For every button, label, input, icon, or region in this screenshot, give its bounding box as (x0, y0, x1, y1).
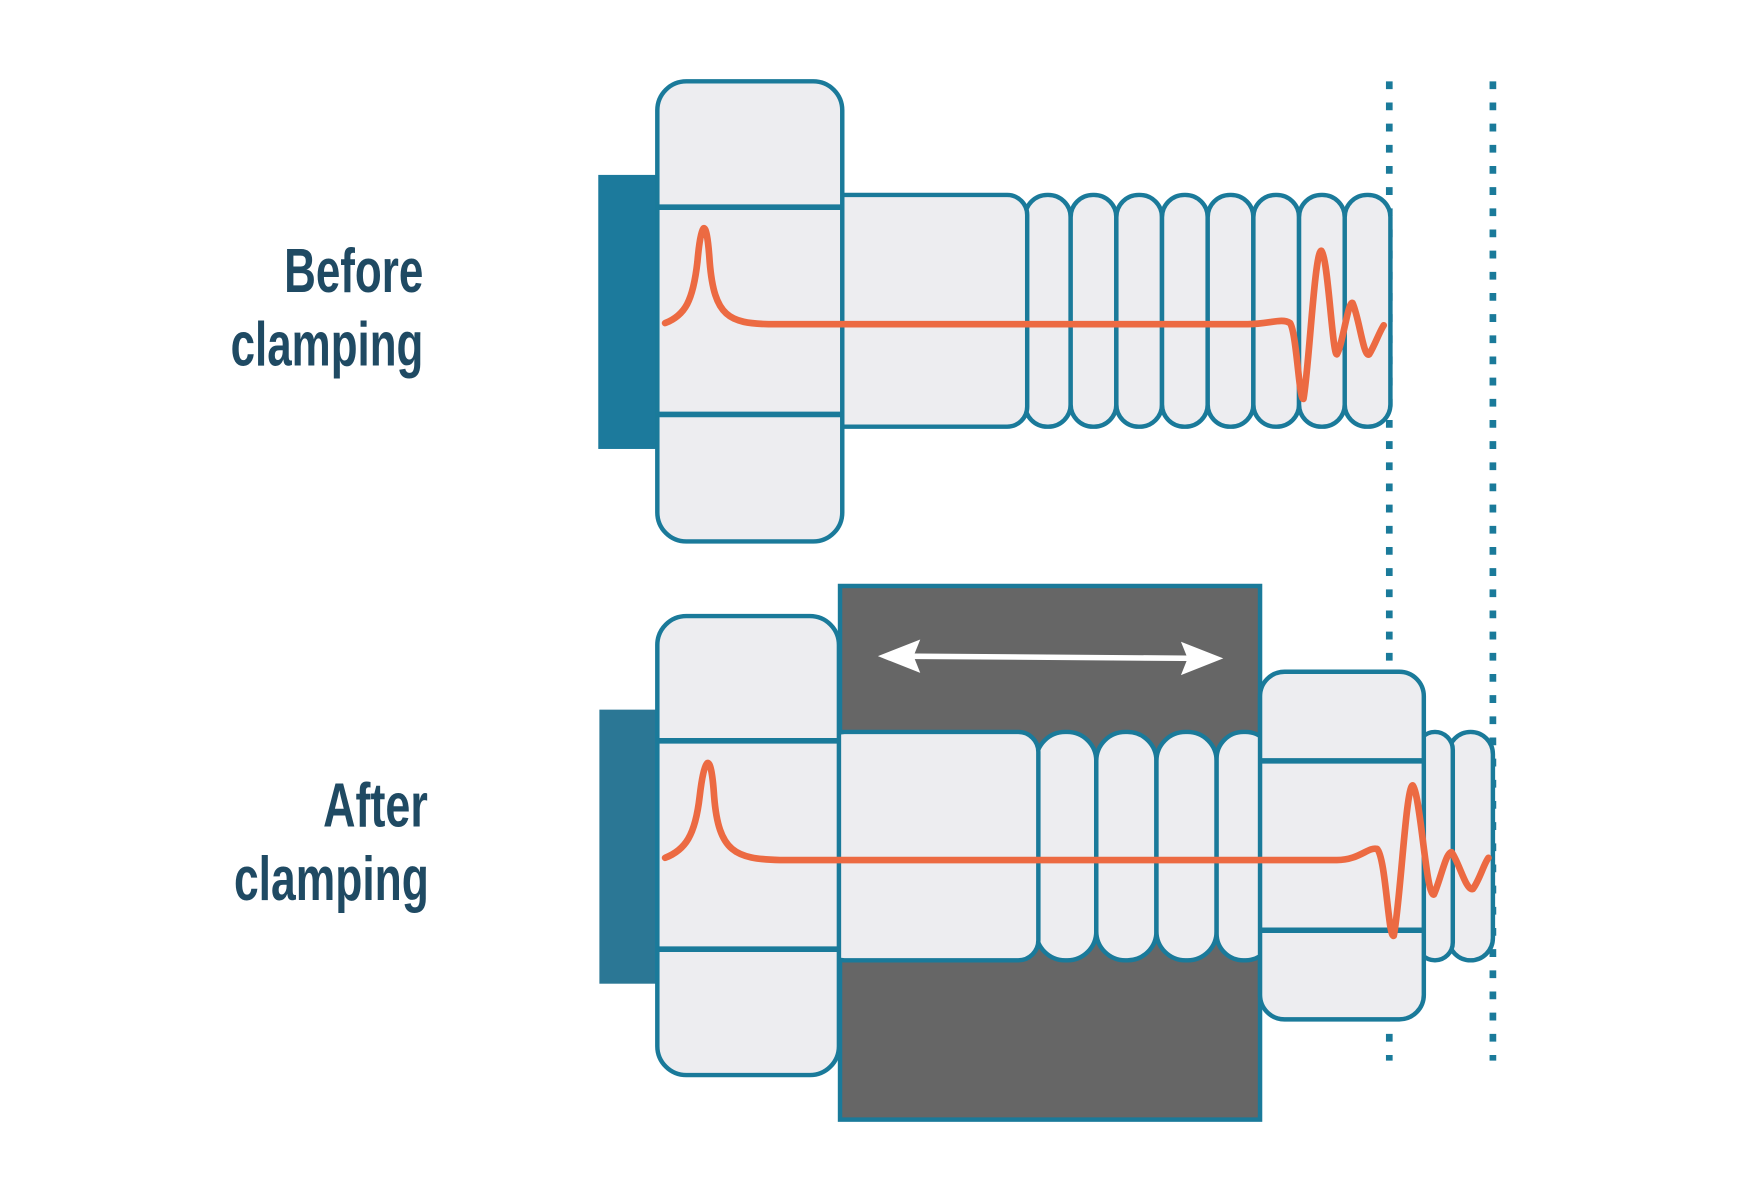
label-line: Before (284, 237, 423, 306)
ultrasonic-signal-before (661, 224, 1388, 403)
bolt-head (655, 79, 845, 544)
before-clamping-bolt (598, 79, 1393, 544)
shank (822, 192, 1030, 429)
label-line: clamping (231, 310, 424, 379)
nut (1257, 669, 1427, 1022)
double-arrow-icon (877, 639, 1224, 676)
shank (822, 729, 1041, 963)
ultrasonic-signal-after (661, 759, 1492, 940)
label-line: clamping (234, 845, 429, 914)
label-before-clamping: Before clamping (231, 237, 424, 380)
washer (598, 174, 660, 449)
bolt-head (655, 613, 842, 1078)
label-line: After (323, 772, 428, 841)
label-after-clamping: After clamping (234, 772, 429, 915)
washer (599, 709, 660, 984)
threads (1022, 192, 1393, 429)
after-clamping-bolt (599, 583, 1496, 1122)
